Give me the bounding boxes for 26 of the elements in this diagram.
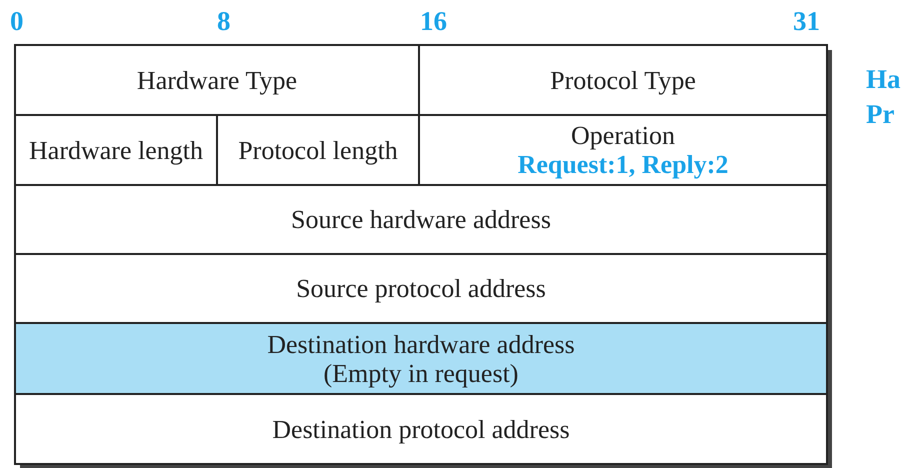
field-cell (418, 114, 828, 186)
field-name: Operation (571, 121, 675, 150)
field-name: Source protocol address (296, 274, 546, 303)
cut-off-text: Ha (866, 64, 901, 94)
cut-off-text: Pr (866, 99, 894, 129)
field-name: Protocol Type (550, 66, 696, 94)
value-note: Request:1, Reply:2 (518, 150, 728, 179)
bit-number: 16 (420, 6, 447, 36)
field-name: Hardware length (29, 136, 203, 164)
field-cell (418, 44, 828, 116)
field-cell (14, 184, 828, 255)
field-name: Protocol length (238, 136, 398, 164)
highlighted-field-cell (14, 322, 828, 395)
field-cell (14, 393, 828, 465)
field-name: Destination hardware address (267, 330, 575, 358)
field-name: Destination protocol address (272, 414, 570, 444)
field-cell (14, 253, 828, 324)
field-cell (14, 114, 218, 186)
field-cell (14, 44, 420, 116)
field-cell (216, 114, 420, 186)
bit-number: 0 (10, 6, 24, 36)
field-name: Hardware Type (136, 66, 298, 94)
bit-number: 31 (793, 6, 820, 36)
bit-number: 8 (217, 6, 230, 36)
field-name: Source hardware address (291, 205, 551, 234)
field-note: (Empty in request) (324, 358, 518, 388)
